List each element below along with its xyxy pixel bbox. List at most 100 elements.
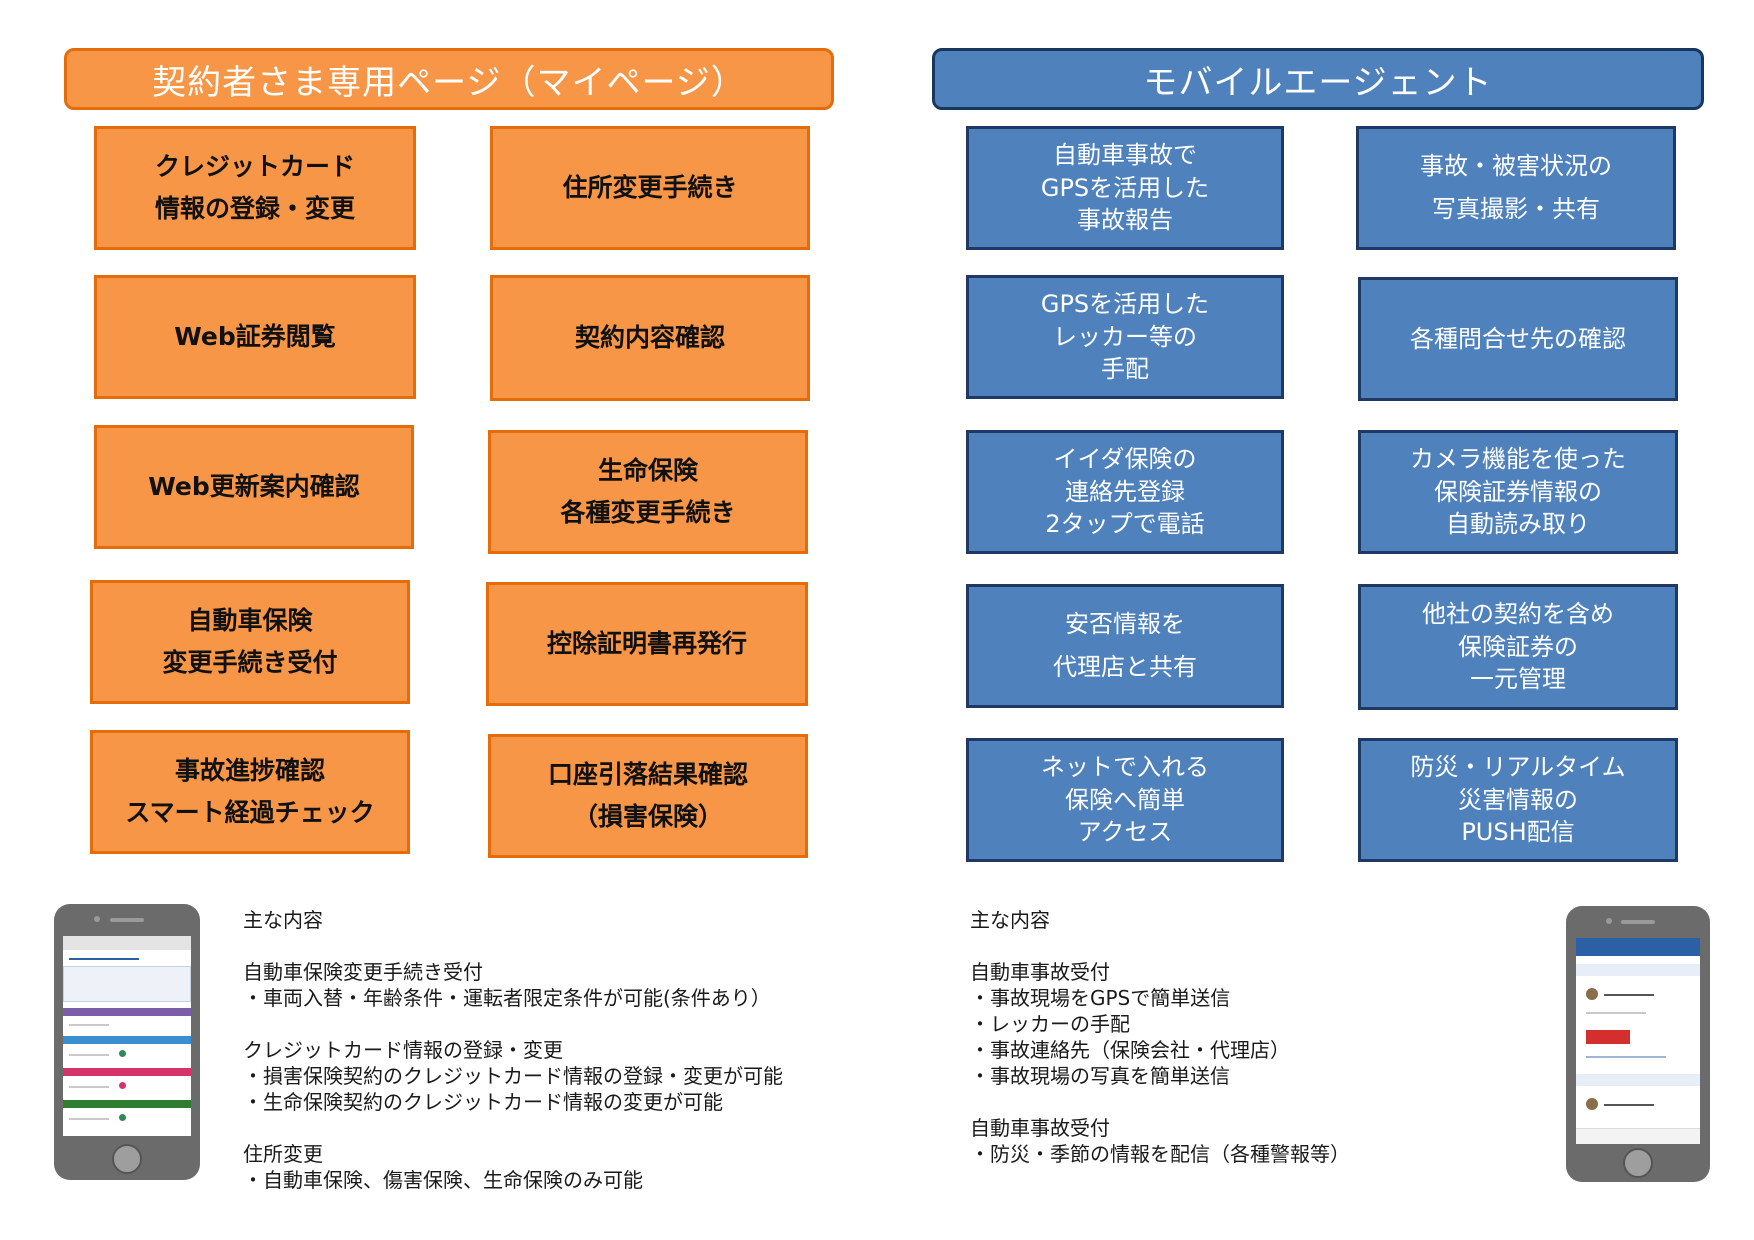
button-line: 自動読み取り bbox=[1446, 510, 1590, 539]
button-line: 事故報告 bbox=[1077, 206, 1173, 235]
button-line: 各種変更手続き bbox=[560, 498, 736, 527]
phone-screen bbox=[63, 936, 191, 1136]
deduction-certificate-button[interactable]: 控除証明書再発行 bbox=[486, 582, 808, 706]
screen-line bbox=[69, 1024, 109, 1026]
web-policy-view-button[interactable]: Web証券閲覧 bbox=[94, 275, 416, 399]
notes-item: ・生命保険契約のクレジットカード情報の変更が可能 bbox=[243, 1090, 723, 1114]
mypage-notes: 主な内容 自動車保険変更手続き受付 ・車両入替・年齢条件・運転者限定条件が可能(… bbox=[243, 907, 783, 1193]
button-line: PUSH配信 bbox=[1461, 818, 1575, 847]
button-line: 住所変更手続き bbox=[562, 172, 738, 202]
button-line: GPSを活用した bbox=[1040, 173, 1210, 202]
button-line: カメラ機能を使った bbox=[1410, 445, 1626, 474]
address-change-button[interactable]: 住所変更手続き bbox=[490, 126, 810, 250]
phone-home-button bbox=[112, 1144, 142, 1174]
online-insurance-access-button[interactable]: ネットで入れる 保険へ簡単 アクセス bbox=[966, 738, 1284, 862]
avatar-icon bbox=[1586, 1098, 1598, 1110]
notes-item: ・防災・季節の情報を配信（各種警報等） bbox=[970, 1142, 1350, 1166]
button-line: GPSを活用した bbox=[1040, 290, 1210, 319]
button-line: 控除証明書再発行 bbox=[546, 628, 747, 658]
screen-section-bar bbox=[1576, 1074, 1700, 1086]
screen-line bbox=[69, 1118, 109, 1120]
screen-line bbox=[69, 1054, 109, 1056]
screen-line bbox=[1586, 1056, 1666, 1058]
button-line: 安否情報を bbox=[1065, 609, 1185, 638]
phone-camera bbox=[1606, 918, 1612, 924]
button-line: 事故・被害状況の bbox=[1420, 151, 1612, 180]
notes-heading: クレジットカード情報の登録・変更 bbox=[243, 1038, 563, 1062]
gps-tow-arrangement-button[interactable]: GPSを活用した レッカー等の 手配 bbox=[966, 275, 1284, 399]
gps-accident-report-button[interactable]: 自動車事故で GPSを活用した 事故報告 bbox=[966, 126, 1284, 250]
screen-card bbox=[63, 966, 191, 1002]
button-line: （損害保険） bbox=[572, 802, 723, 831]
button-line: イイダ保険の bbox=[1053, 445, 1197, 474]
unified-policy-management-button[interactable]: 他社の契約を含め 保険証券の 一元管理 bbox=[1358, 584, 1678, 710]
notes-item: ・自動車保険、傷害保険、生命保険のみ可能 bbox=[243, 1168, 643, 1192]
button-line: 保険証券の bbox=[1458, 632, 1578, 661]
status-dot-icon bbox=[119, 1082, 126, 1089]
notes-item: ・損害保険契約のクレジットカード情報の登録・変更が可能 bbox=[243, 1064, 783, 1088]
button-line: アクセス bbox=[1077, 818, 1173, 847]
account-debit-result-button[interactable]: 口座引落結果確認 （損害保険） bbox=[488, 734, 808, 858]
safety-info-share-button[interactable]: 安否情報を 代理店と共有 bbox=[966, 584, 1284, 708]
button-line: 2タップで電話 bbox=[1045, 510, 1205, 539]
disaster-push-button[interactable]: 防災・リアルタイム 災害情報の PUSH配信 bbox=[1358, 738, 1678, 862]
button-line: 情報の登録・変更 bbox=[154, 194, 355, 223]
button-line: 他社の契約を含め bbox=[1422, 600, 1614, 629]
damage-photo-share-button[interactable]: 事故・被害状況の 写真撮影・共有 bbox=[1356, 126, 1676, 250]
button-line: 口座引落結果確認 bbox=[547, 759, 748, 789]
mypage-phone-illustration bbox=[54, 904, 200, 1180]
phone-camera bbox=[94, 916, 100, 922]
iida-contact-call-button[interactable]: イイダ保険の 連絡先登録 2タップで電話 bbox=[966, 430, 1284, 554]
button-line: 自動車事故で bbox=[1053, 141, 1197, 170]
button-line: 防災・リアルタイム bbox=[1410, 753, 1626, 782]
screen-line bbox=[69, 1086, 109, 1088]
screen-section-purple bbox=[63, 1008, 191, 1016]
button-line: スマート経過チェック bbox=[125, 798, 375, 827]
screen-line bbox=[69, 958, 139, 960]
life-insurance-changes-button[interactable]: 生命保険 各種変更手続き bbox=[488, 430, 808, 554]
button-line: 災害情報の bbox=[1458, 785, 1578, 814]
button-line: Web証券閲覧 bbox=[174, 321, 336, 351]
camera-policy-scan-button[interactable]: カメラ機能を使った 保険証券情報の 自動読み取り bbox=[1358, 430, 1678, 554]
avatar-icon bbox=[1586, 988, 1598, 1000]
phone-speaker bbox=[1621, 920, 1655, 924]
accident-progress-button[interactable]: 事故進捗確認 スマート経過チェック bbox=[90, 730, 410, 854]
button-line: ネットで入れる bbox=[1041, 753, 1209, 782]
credit-card-registration-button[interactable]: クレジットカード 情報の登録・変更 bbox=[94, 126, 416, 250]
screen-line bbox=[1604, 994, 1654, 996]
button-line: 保険証券情報の bbox=[1434, 477, 1602, 506]
notes-item: ・事故現場をGPSで簡単送信 bbox=[970, 986, 1231, 1010]
status-dot-icon bbox=[119, 1114, 126, 1121]
button-line: 手配 bbox=[1101, 355, 1149, 384]
notes-heading: 自動車事故受付 bbox=[970, 1116, 1110, 1140]
screen-header-bar bbox=[1576, 938, 1700, 956]
contract-details-button[interactable]: 契約内容確認 bbox=[490, 275, 810, 401]
screen-section-green bbox=[63, 1100, 191, 1108]
notes-heading: 自動車保険変更手続き受付 bbox=[243, 960, 483, 984]
mobile-agent-phone-illustration bbox=[1566, 906, 1710, 1182]
web-renewal-guide-button[interactable]: Web更新案内確認 bbox=[94, 425, 414, 549]
phone-speaker bbox=[110, 918, 144, 922]
mobile-agent-notes: 主な内容 自動車事故受付 ・事故現場をGPSで簡単送信 ・レッカーの手配 ・事故… bbox=[970, 907, 1350, 1167]
mypage-header: 契約者さま専用ページ（マイページ） bbox=[64, 48, 834, 110]
button-line: 生命保険 bbox=[597, 455, 698, 485]
screen-section-pink bbox=[63, 1068, 191, 1076]
contact-list-button[interactable]: 各種問合せ先の確認 bbox=[1358, 277, 1678, 401]
mobile-agent-header: モバイルエージェント bbox=[932, 48, 1704, 110]
button-line: クレジットカード bbox=[154, 151, 355, 181]
auto-insurance-change-button[interactable]: 自動車保険 変更手続き受付 bbox=[90, 580, 410, 704]
phone-home-button bbox=[1623, 1148, 1653, 1178]
button-line: 保険へ簡単 bbox=[1065, 785, 1185, 814]
button-line: 連絡先登録 bbox=[1065, 477, 1185, 506]
button-line: 各種問合せ先の確認 bbox=[1410, 324, 1626, 353]
button-line: 一元管理 bbox=[1470, 665, 1566, 694]
button-line: 契約内容確認 bbox=[574, 322, 725, 352]
notes-item: ・レッカーの手配 bbox=[970, 1012, 1130, 1036]
notes-item: ・車両入替・年齢条件・運転者限定条件が可能(条件あり） bbox=[243, 986, 771, 1010]
notes-item: ・事故連絡先（保険会社・代理店） bbox=[970, 1038, 1290, 1062]
button-line: 事故進捗確認 bbox=[174, 755, 325, 785]
phone-screen bbox=[1576, 938, 1700, 1144]
screen-line bbox=[1586, 1012, 1646, 1014]
screen-tab-bar bbox=[1576, 1128, 1700, 1144]
notes-item: ・事故現場の写真を簡単送信 bbox=[970, 1064, 1230, 1088]
